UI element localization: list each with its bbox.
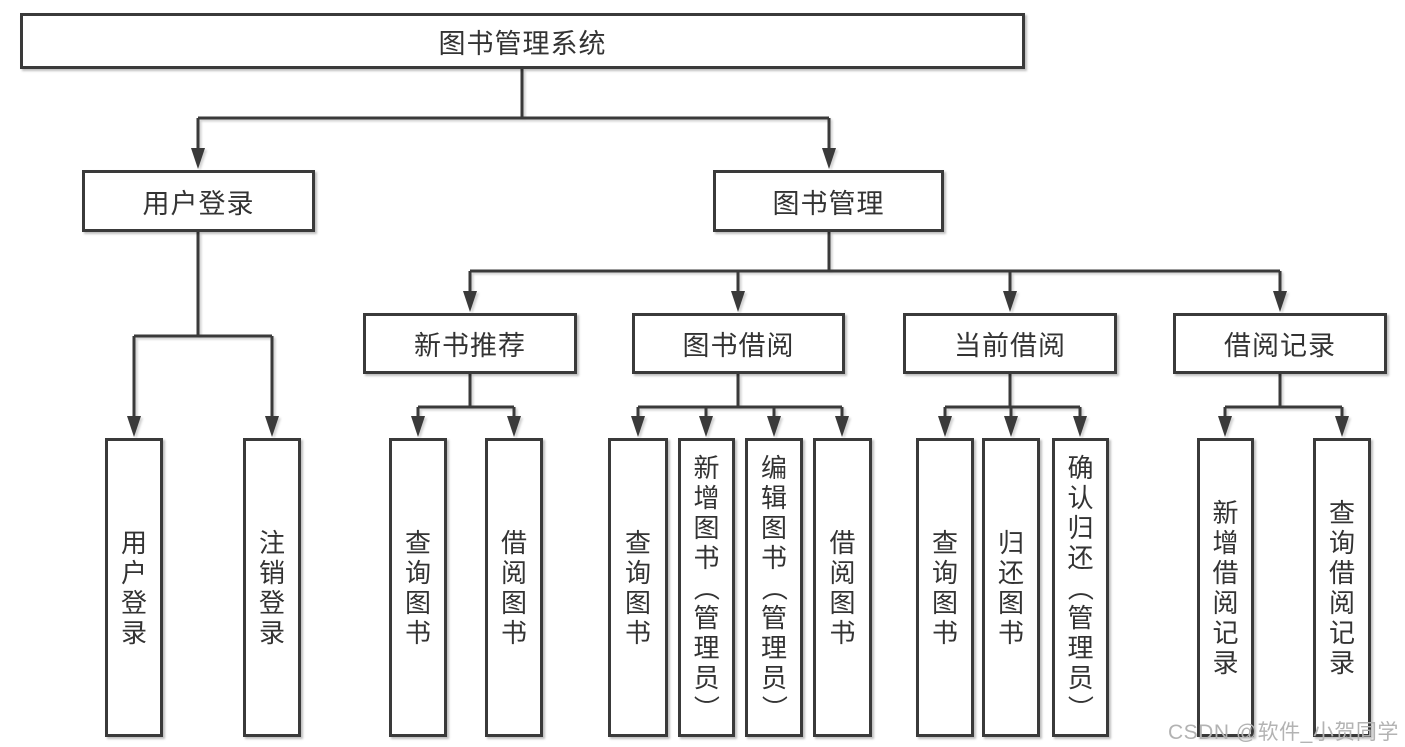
node-label: 图书管理系统: [438, 28, 607, 59]
node-leaf-add-borrow-record: 新增借阅记录: [1197, 438, 1254, 737]
node-book-borrowing: 图书借阅: [632, 313, 845, 374]
node-library-management-system: 图书管理系统: [20, 13, 1025, 69]
node-current-borrowing: 当前借阅: [903, 313, 1117, 374]
node-label: 新书推荐: [414, 331, 526, 361]
node-label: 用户登录: [142, 188, 255, 219]
arrowheads: [127, 148, 1349, 437]
node-leaf-query-books-current: 查询图书: [916, 438, 974, 737]
node-leaf-edit-book-admin: 编辑图书（管理员）: [745, 438, 803, 737]
node-leaf-add-book-admin: 新增图书（管理员）: [678, 438, 735, 737]
node-leaf-return-book: 归还图书: [982, 438, 1040, 737]
node-new-book-recommend: 新书推荐: [363, 313, 577, 374]
csdn-watermark: CSDN @软件_小贺同学: [1168, 721, 1399, 744]
node-leaf-confirm-return-admin: 确认归还（管理员）: [1052, 438, 1109, 737]
node-label: 借阅记录: [1224, 331, 1336, 361]
node-leaf-borrow-books-recommend: 借阅图书: [485, 438, 543, 737]
node-user-login: 用户登录: [82, 170, 315, 232]
node-leaf-user-login: 用户登录: [105, 438, 163, 737]
node-label: 当前借阅: [954, 331, 1066, 361]
node-book-management: 图书管理: [713, 170, 944, 232]
node-leaf-query-books-recommend: 查询图书: [389, 438, 447, 737]
node-leaf-logout: 注销登录: [243, 438, 301, 737]
node-leaf-borrow-books: 借阅图书: [813, 438, 872, 737]
node-label: 图书借阅: [682, 331, 795, 361]
node-borrowing-records: 借阅记录: [1173, 313, 1387, 374]
node-label: 图书管理: [772, 188, 885, 219]
node-leaf-query-books-borrowing: 查询图书: [608, 438, 668, 737]
node-leaf-query-borrow-record: 查询借阅记录: [1313, 438, 1371, 737]
